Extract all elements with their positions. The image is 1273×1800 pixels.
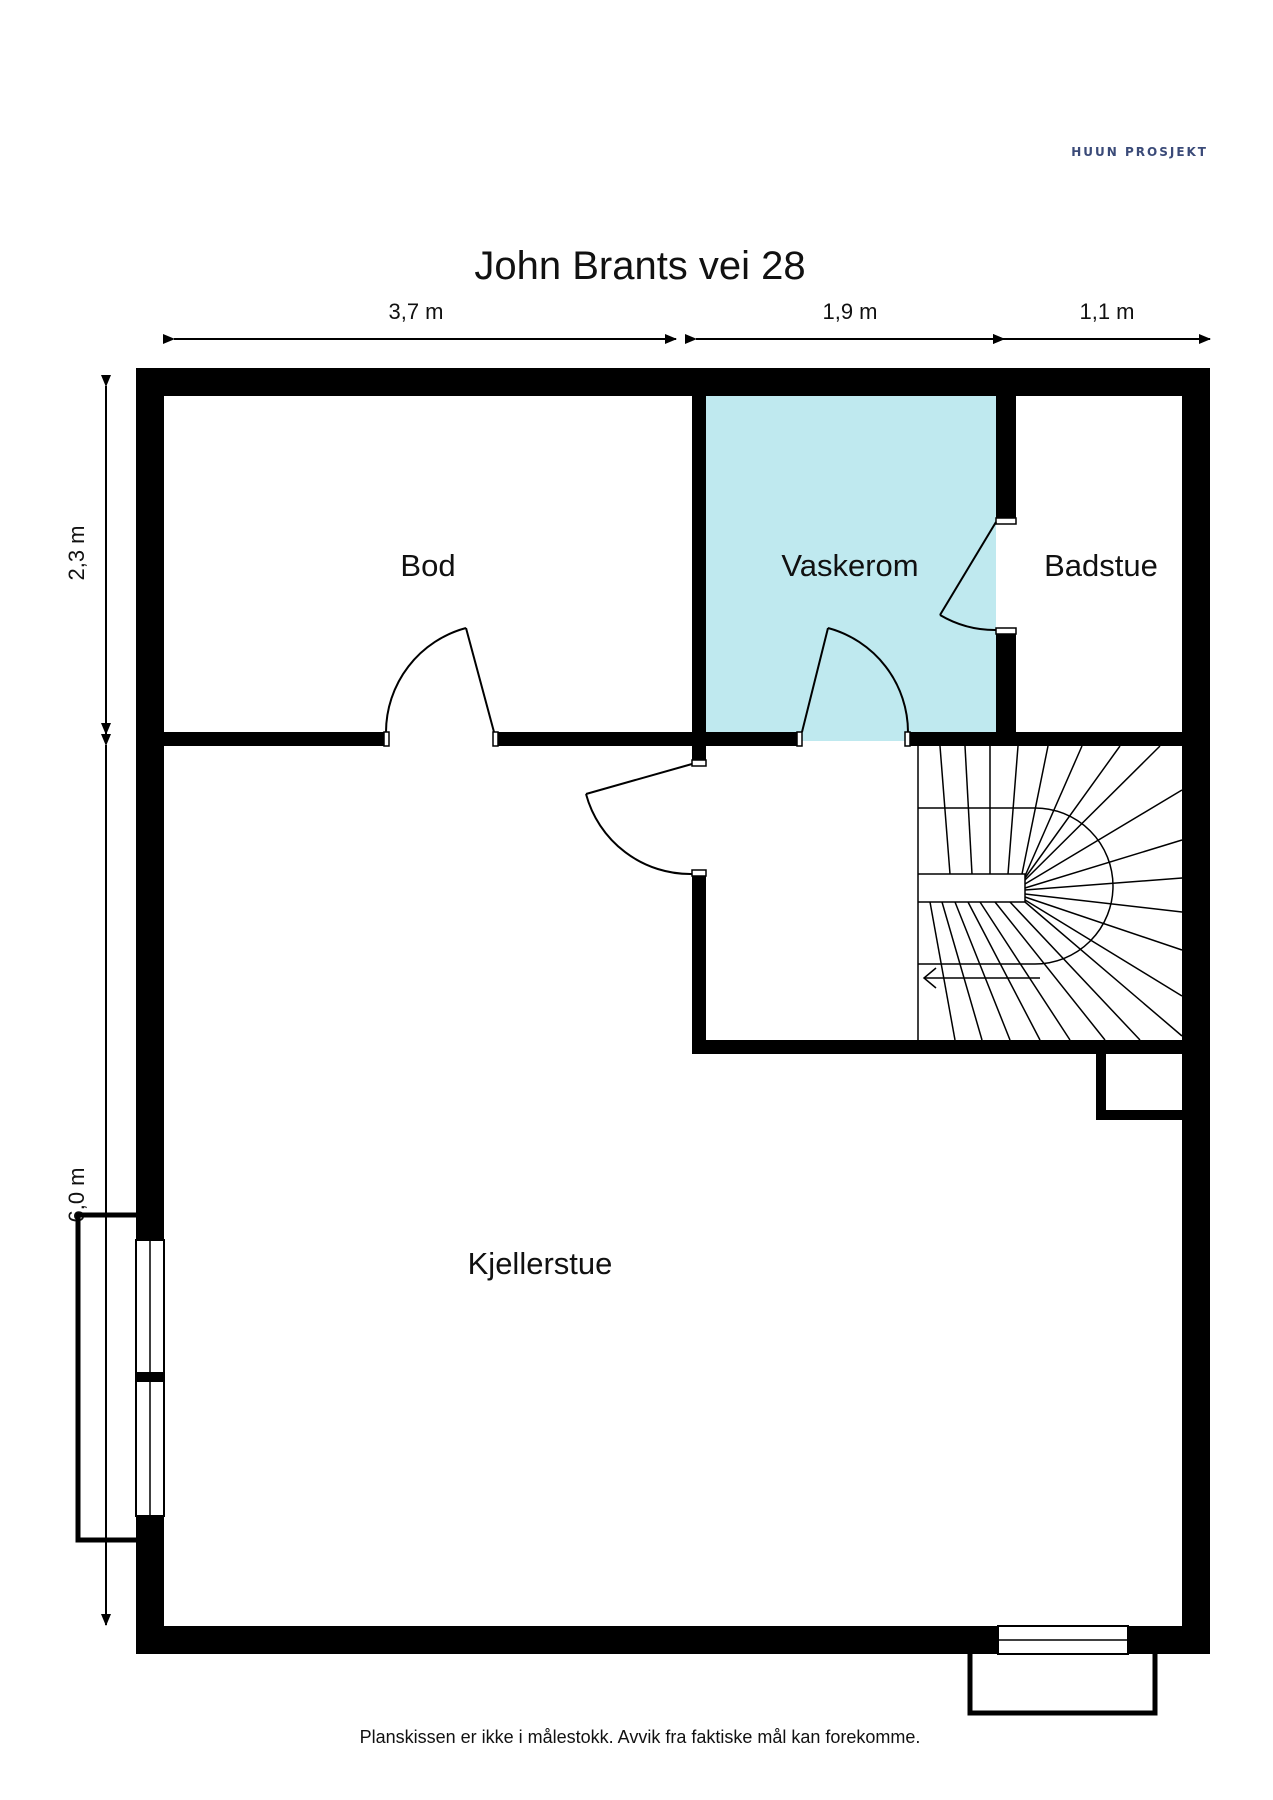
interior-walls bbox=[164, 396, 1182, 1120]
brand-logo: HUUN PROSJEKT bbox=[1071, 145, 1208, 159]
dimension-label-left-1: 2,3 m bbox=[64, 525, 89, 580]
room-label-bod: Bod bbox=[400, 548, 455, 583]
dimension-label-top-1: 3,7 m bbox=[388, 299, 443, 324]
disclaimer-text: Planskissen er ikke i målestokk. Avvik f… bbox=[360, 1727, 921, 1747]
dimension-label-top-2: 1,9 m bbox=[822, 299, 877, 324]
dimension-label-top-3: 1,1 m bbox=[1079, 299, 1134, 324]
door-jambs bbox=[383, 517, 1017, 877]
window-icon bbox=[967, 1625, 1158, 1716]
room-label-badstue: Badstue bbox=[1044, 548, 1158, 583]
room-vaskerom-fill bbox=[706, 396, 996, 741]
stairs-icon bbox=[917, 745, 1183, 1041]
room-label-vaskerom: Vaskerom bbox=[781, 548, 918, 583]
window-icon bbox=[75, 1212, 165, 1543]
door-swing-icon bbox=[385, 521, 997, 876]
room-label-kjellerstue: Kjellerstue bbox=[468, 1246, 613, 1281]
plan-title: John Brants vei 28 bbox=[474, 244, 805, 288]
